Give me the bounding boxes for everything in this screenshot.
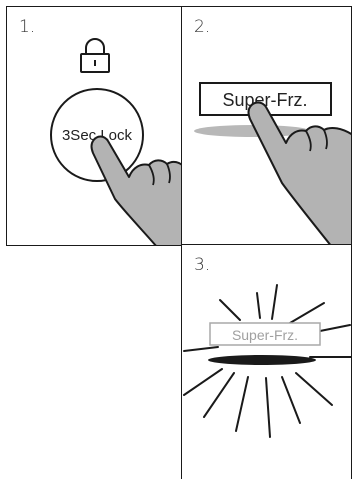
step-1-panel: 1. 3Sec Lock: [6, 6, 183, 246]
step-2-illustration: Super-Frz.: [182, 7, 352, 246]
step-3-illustration: Super-Frz.: [182, 245, 352, 479]
step-1-illustration: 3Sec Lock: [7, 7, 183, 246]
step-2-panel: 2. Super-Frz.: [181, 6, 352, 246]
step-3-panel: 3. Super-Frz.: [181, 244, 352, 479]
button-pressed-shadow: [208, 355, 316, 365]
lock-icon: [81, 39, 109, 72]
pointing-hand-icon: [249, 103, 352, 247]
super-freeze-button-label: Super-Frz.: [232, 327, 298, 343]
